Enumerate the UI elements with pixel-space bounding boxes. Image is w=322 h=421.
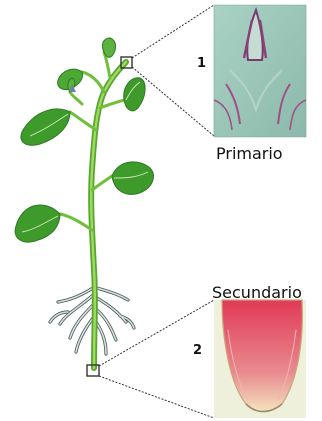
callout-number-2: 2 bbox=[193, 343, 202, 358]
secondary-tissue-micrograph bbox=[214, 300, 306, 418]
leaf bbox=[124, 78, 145, 111]
callout-number-1: 1 bbox=[197, 56, 206, 71]
secondary-label: Secundario bbox=[212, 283, 302, 302]
primary-label: Primario bbox=[216, 144, 283, 163]
leaf bbox=[21, 109, 70, 145]
plant-leaves bbox=[15, 38, 153, 242]
leaf bbox=[15, 205, 60, 242]
primary-tissue-micrograph bbox=[214, 5, 306, 137]
